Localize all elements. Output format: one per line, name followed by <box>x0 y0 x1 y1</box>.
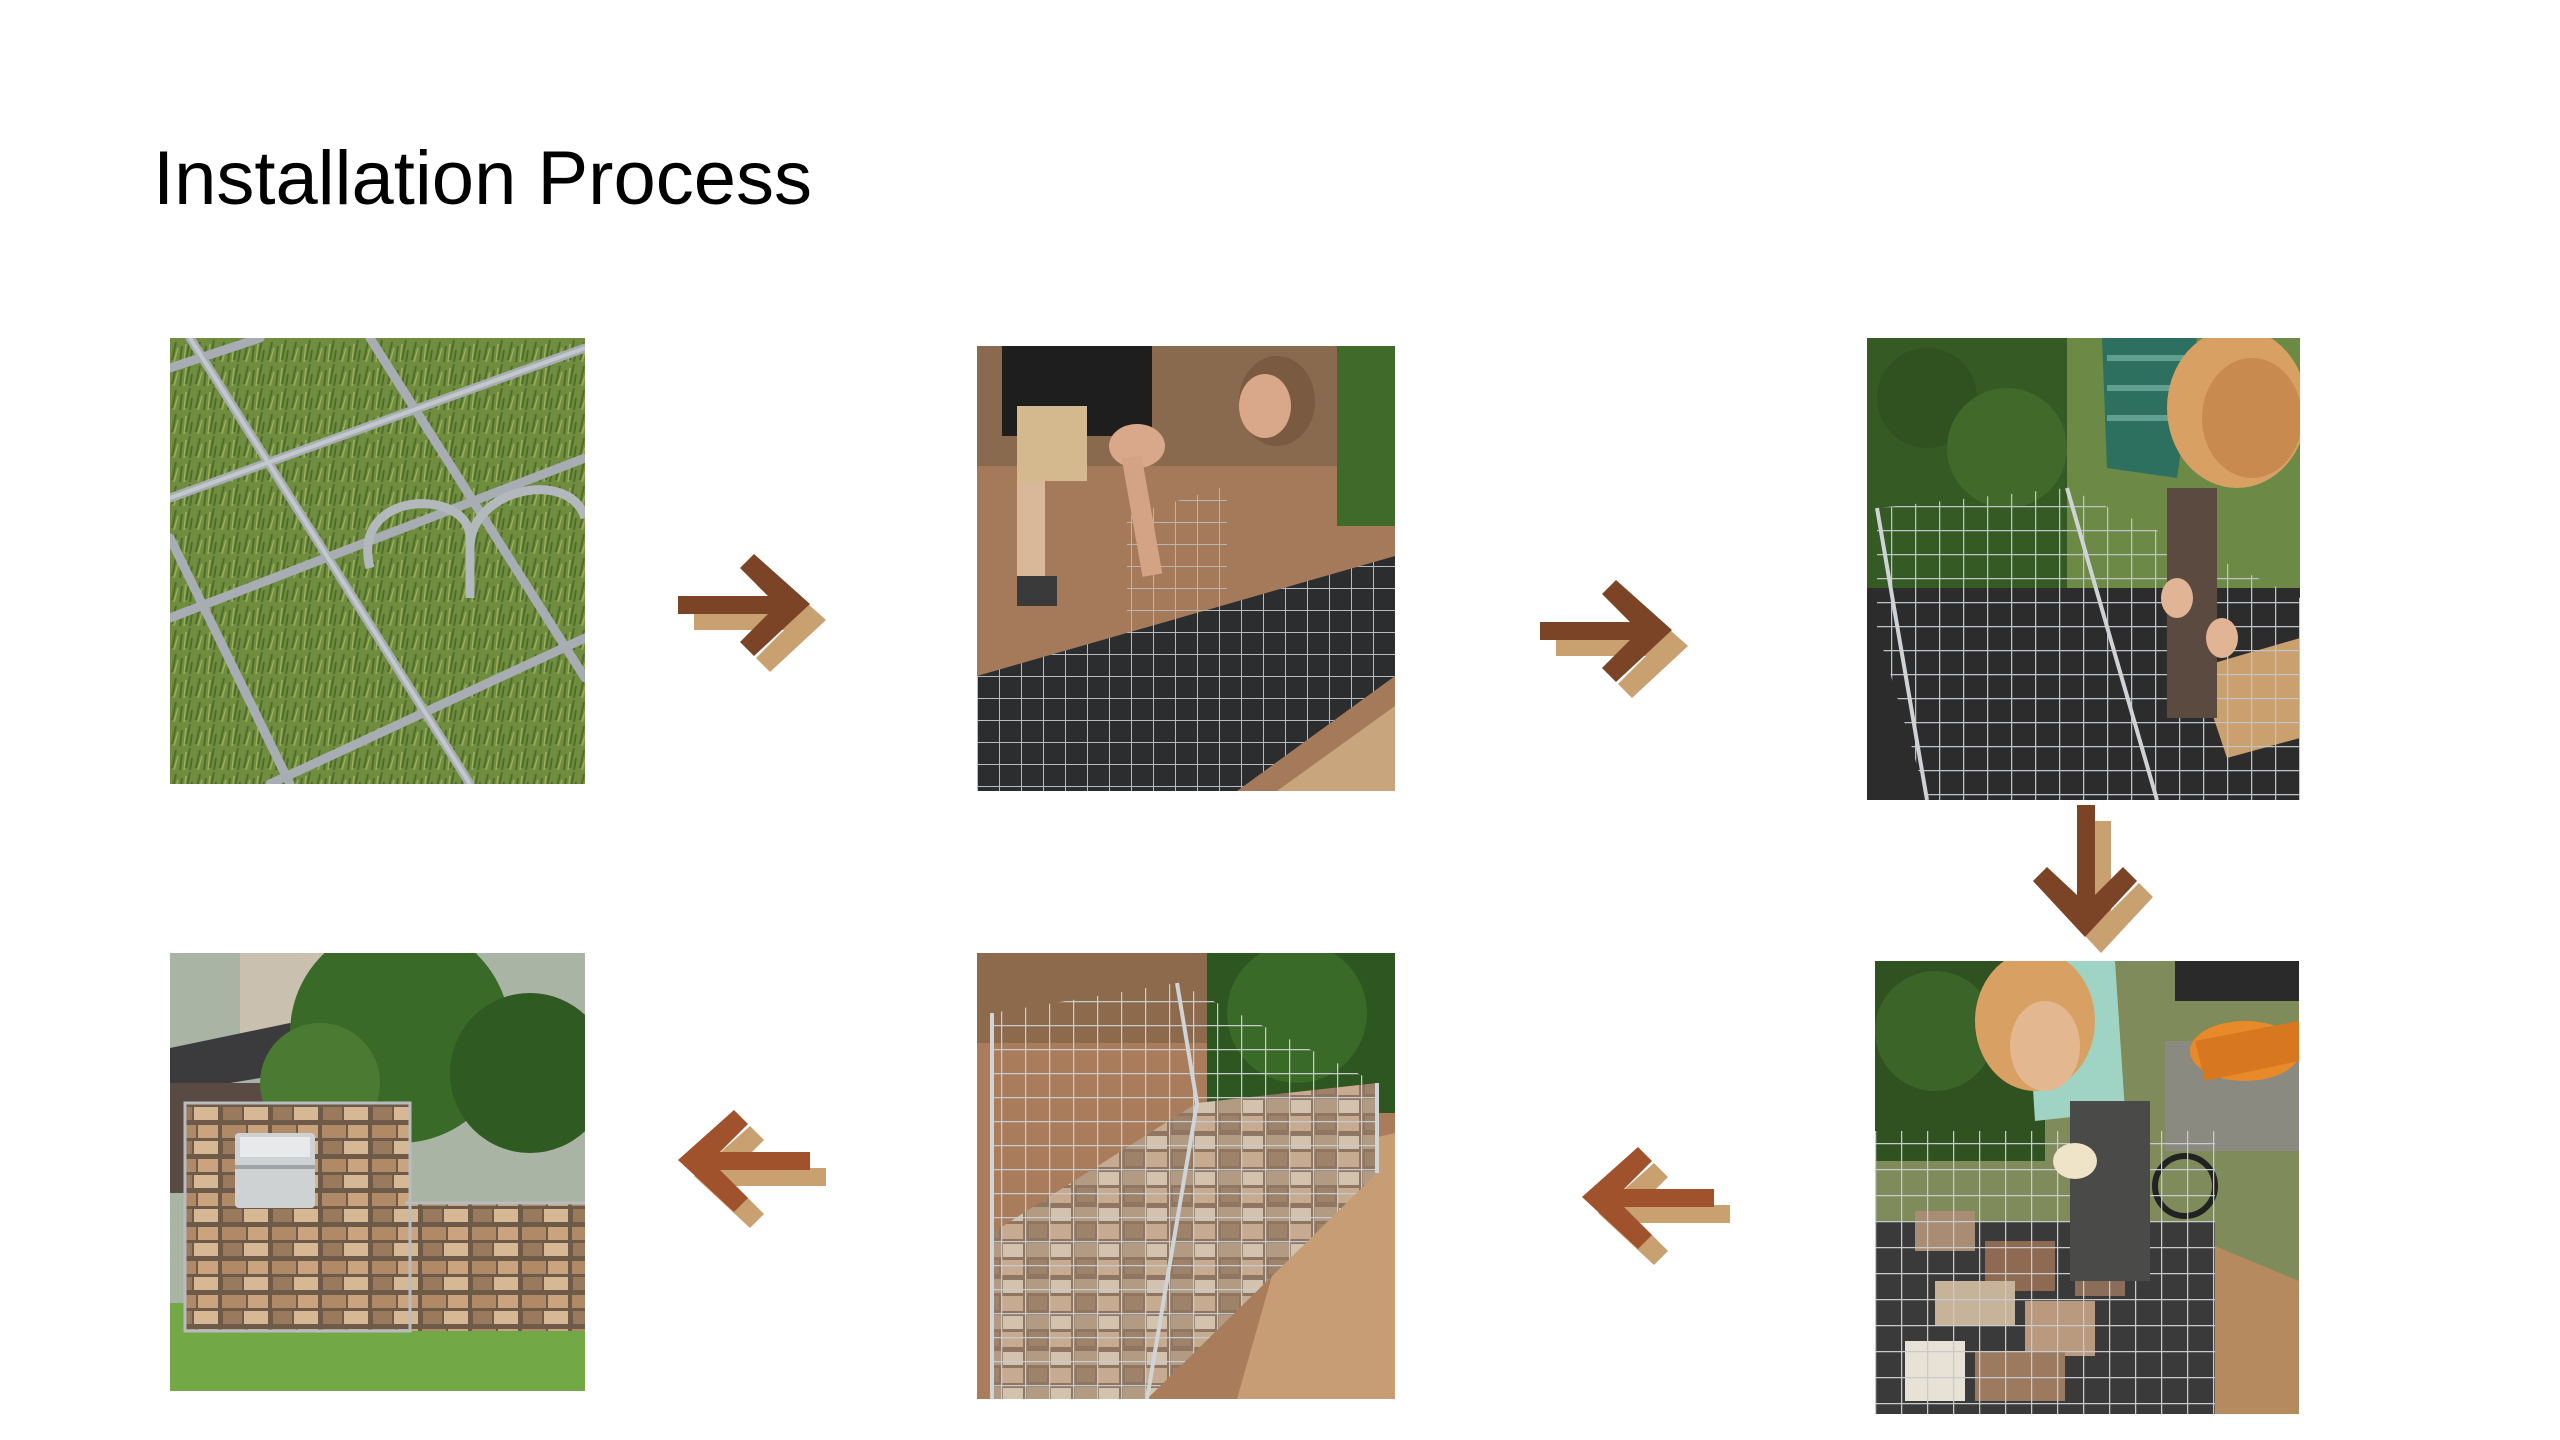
arrow-right-icon <box>678 552 846 676</box>
arrow-right-icon <box>1540 578 1708 702</box>
finished-gabion-wall-mailbox-photo <box>170 953 585 1391</box>
woman-tying-cage-photo <box>1867 338 2300 800</box>
man-assembling-cage-photo <box>977 346 1395 791</box>
filled-gabion-basket-photo <box>977 953 1395 1399</box>
arrow-down-icon <box>2033 805 2157 973</box>
slide-title: Installation Process <box>153 136 812 221</box>
arrow-left-icon <box>678 1108 846 1232</box>
arrow-left-icon <box>1582 1145 1750 1269</box>
woman-filling-stones-photo <box>1875 961 2299 1414</box>
wire-mesh-on-grass-photo <box>170 338 585 784</box>
